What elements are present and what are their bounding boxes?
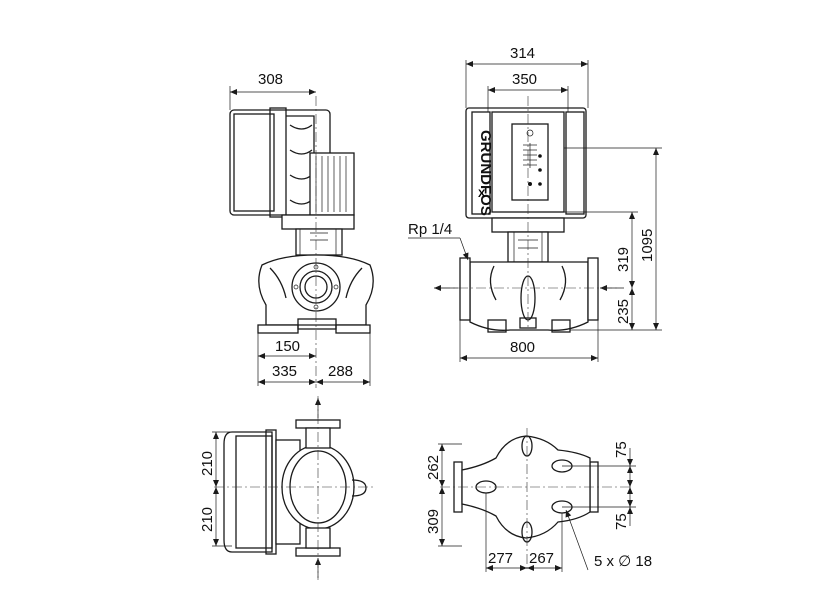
port-label-rp: Rp 1/4	[408, 221, 452, 238]
base-view: 262 309 75 75 277 267 5 x ∅ 18	[425, 428, 652, 572]
dim-75-upper: 75	[613, 441, 630, 458]
holes-callout: 5 x ∅ 18	[594, 553, 652, 570]
front-view: 308 150 335 288	[229, 71, 374, 388]
dim-350: 350	[512, 71, 537, 88]
dim-150: 150	[275, 338, 300, 355]
dim-235: 235	[615, 299, 632, 324]
dim-308: 308	[258, 71, 283, 88]
dim-75-lower: 75	[613, 513, 630, 530]
dim-314: 314	[510, 45, 535, 62]
dim-210-lower: 210	[199, 507, 216, 532]
side-view: GRUNDFOS X 314 350	[408, 45, 662, 362]
dim-262: 262	[425, 455, 442, 480]
dim-319: 319	[615, 247, 632, 272]
brand-logo: GRUNDFOS	[477, 130, 494, 216]
top-view: 210 210	[199, 396, 374, 580]
dim-210-upper: 210	[199, 451, 216, 476]
dim-800: 800	[510, 339, 535, 356]
dim-267: 267	[529, 550, 554, 567]
dim-277: 277	[488, 550, 513, 567]
dim-288: 288	[328, 363, 353, 380]
dim-335: 335	[272, 363, 297, 380]
x-logo-icon: X	[478, 188, 486, 200]
dim-1095: 1095	[639, 229, 656, 262]
dim-309: 309	[425, 509, 442, 534]
